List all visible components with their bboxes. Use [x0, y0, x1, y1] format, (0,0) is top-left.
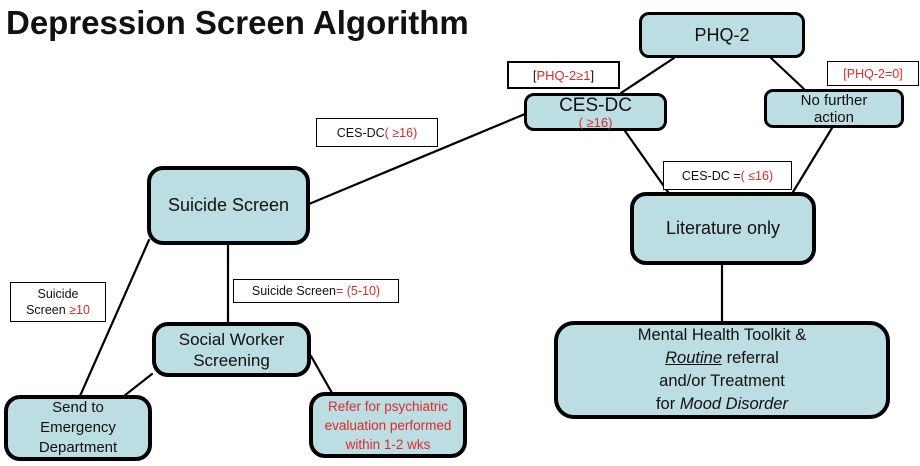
node-literature-only: Literature only — [630, 192, 816, 265]
mood-disorder-emphasis: Mood Disorder — [679, 395, 789, 413]
edge-label-cesdc-ge16: CES-DC ( ≥16) — [316, 118, 438, 147]
connector-cesdc-suicide — [307, 112, 527, 206]
node-cesdc-label: CES-DC — [559, 94, 632, 116]
mental-line-1: Mental Health Toolkit & — [637, 326, 807, 344]
edge-label-phq2-ge1: [PHQ-2≥1] — [507, 61, 620, 89]
node-send-to-emergency: Send to Emergency Department — [4, 395, 152, 461]
node-social-worker-screening: Social Worker Screening — [152, 322, 311, 377]
mental-line-2: Routine referral — [665, 349, 779, 367]
node-phq2-label: PHQ-2 — [694, 24, 750, 45]
connector-social-emergency — [122, 372, 154, 398]
connector-phq2-nofurther — [769, 56, 806, 91]
node-suicide-screen-label: Suicide Screen — [167, 195, 290, 215]
node-no-further-action: No further action — [764, 89, 904, 128]
node-refer-psychiatric-evaluation: Refer for psychiatric evaluation perform… — [309, 392, 467, 458]
edge-label-suicide-ge10: Suicide Screen ≥10 — [10, 282, 106, 322]
suicide-ge10-text: Suicide Screen ≥10 — [26, 287, 90, 317]
node-social-worker-screening-label: Social Worker Screening — [178, 329, 285, 370]
node-phq2: PHQ-2 — [639, 12, 805, 58]
node-mental-health-toolkit: Mental Health Toolkit & Routine referral… — [554, 321, 890, 419]
node-cesdc: CES-DC ( ≥16) — [524, 93, 667, 131]
connector-nofurther-literature — [791, 126, 834, 194]
node-suicide-screen: Suicide Screen — [147, 166, 310, 245]
node-no-further-action-label: No further action — [800, 91, 868, 126]
node-literature-only-label: Literature only — [665, 218, 781, 238]
node-cesdc-threshold: ( ≥16) — [578, 114, 613, 130]
connector-social-refer — [309, 354, 334, 395]
edge-label-cesdc-le16: CES-DC = ( ≤16) — [663, 161, 792, 190]
node-send-to-emergency-label: Send to Emergency Department — [38, 399, 118, 456]
connector-phq2-cesdc — [619, 56, 676, 95]
edge-label-suicide-5-10: Suicide Screen = (5-10) — [233, 279, 399, 303]
routine-emphasis: Routine — [665, 349, 722, 367]
mental-line-3: and/or Treatment — [659, 372, 785, 390]
mental-line-4: for Mood Disorder — [655, 395, 789, 413]
connector-suicide-emergency — [78, 238, 151, 398]
node-refer-psychiatric-evaluation-label: Refer for psychiatric evaluation perform… — [324, 398, 452, 452]
connector-cesdc-literature — [623, 129, 670, 194]
edge-label-phq2-eq0: [PHQ-2=0] — [827, 61, 919, 86]
page-title: Depression Screen Algorithm — [6, 4, 469, 41]
